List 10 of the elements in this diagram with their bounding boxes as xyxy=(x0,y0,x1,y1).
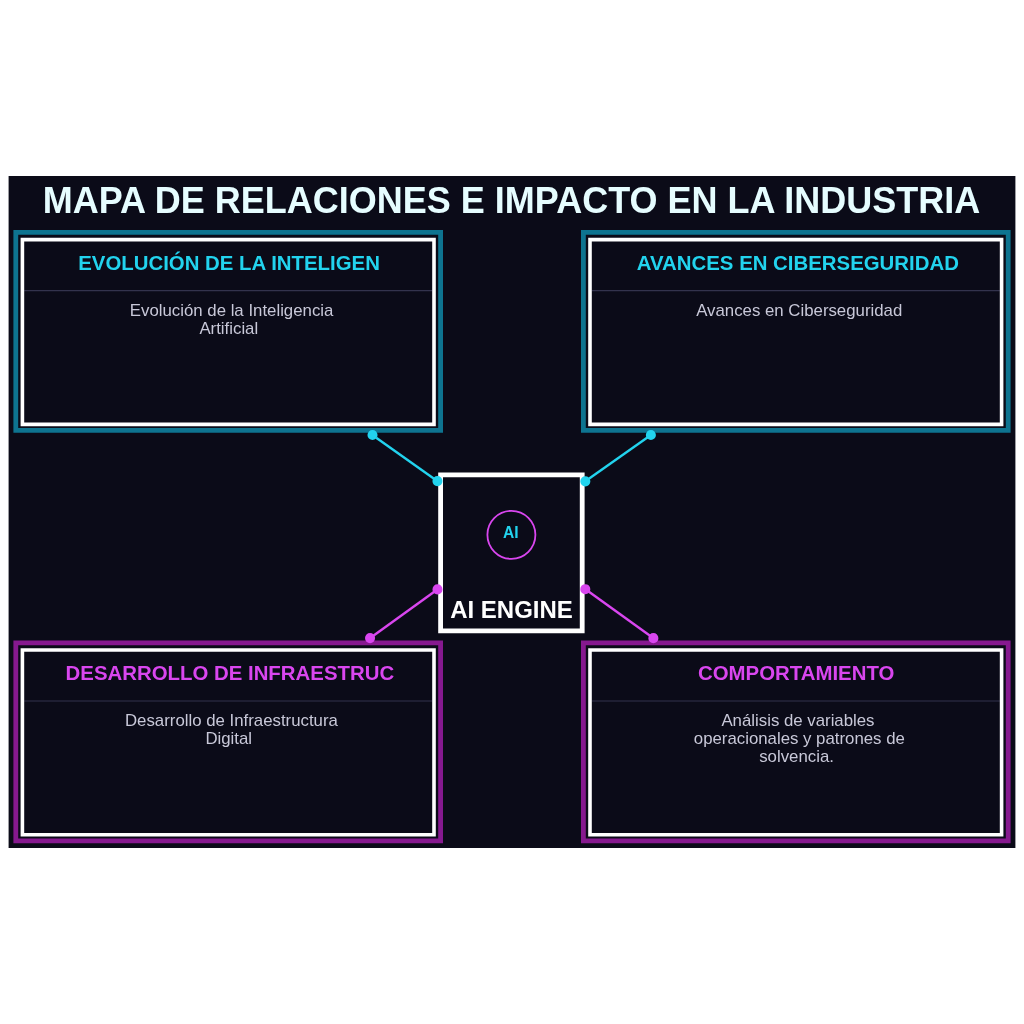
node-box: COMPORTAMIENTO Análisis de variables operacionales y patrones de solvencia. xyxy=(581,640,1011,844)
node-circle: AI xyxy=(486,509,537,560)
node-box: DESARROLLO DE INFRAESTRUC Desarrollo de Infraestructura Digital xyxy=(13,640,443,844)
connector xyxy=(365,584,443,644)
connector xyxy=(580,430,656,487)
node-box: AVANCES EN CIBERSEGURIDAD Avances en Ciberseguridad xyxy=(581,230,1011,433)
connector xyxy=(367,430,443,487)
connector xyxy=(580,584,659,644)
diagram-title: MAPA DE RELACIONES E IMPACTO EN LA INDUSTRIA xyxy=(42,180,981,222)
node-box: EVOLUCIÓN DE LA INTELIGEN Evolución de la Inteligencia Artificial xyxy=(13,230,443,433)
